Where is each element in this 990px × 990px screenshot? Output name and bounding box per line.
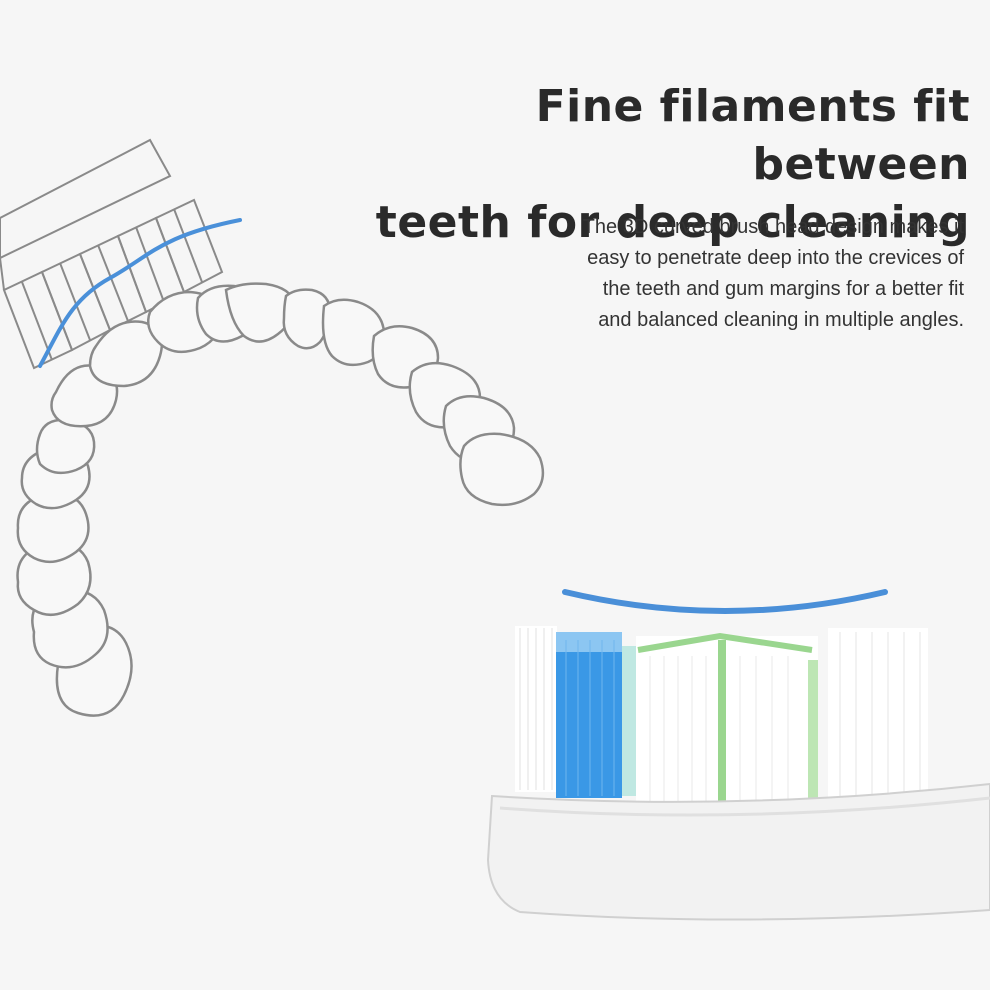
headline-line-2: teeth for deep cleaning: [375, 197, 970, 248]
headline-line-1: Fine filaments fit between: [535, 81, 970, 190]
dental-arch-outline: [16, 282, 545, 717]
description-line-4: and balanced cleaning in multiple angles…: [598, 309, 964, 331]
description-line-1: The 3D curved brush head design makes it: [582, 216, 964, 238]
tooth: [282, 288, 332, 350]
tooth: [88, 320, 164, 388]
description-line-3: the teeth and gum margins for a better f…: [602, 278, 964, 300]
brush-head-outline: [0, 138, 172, 260]
description: The 3D curved brush head design makes it…: [444, 212, 964, 336]
headline: Fine filaments fit between teeth for dee…: [330, 78, 970, 252]
description-line-2: easy to penetrate deep into the crevices…: [587, 247, 964, 269]
tooth: [35, 418, 96, 475]
brush-head-photo: [486, 626, 990, 921]
brush-motion-arc-icon: [562, 589, 888, 614]
motion-curve-icon: [38, 218, 242, 368]
tooth: [459, 432, 545, 507]
brush-base: [486, 782, 990, 921]
